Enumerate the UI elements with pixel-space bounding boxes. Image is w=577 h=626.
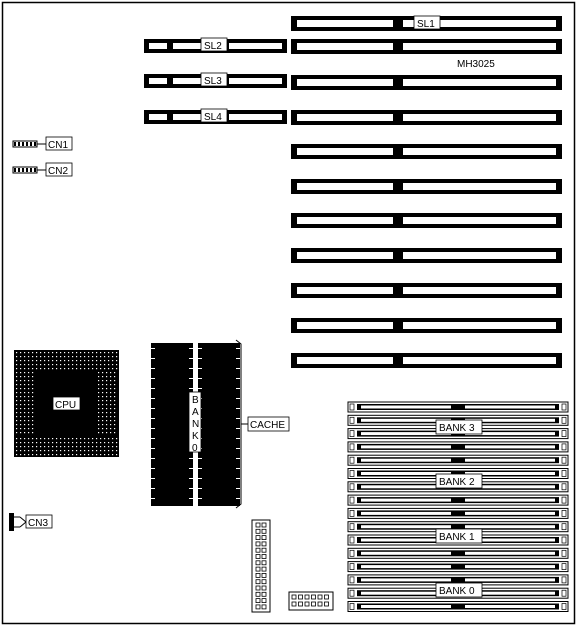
cn2-label: CN2 bbox=[48, 166, 68, 177]
pin bbox=[22, 168, 24, 172]
connector-cn2: CN2 bbox=[12, 162, 73, 177]
svg-text:SL2: SL2 bbox=[204, 41, 222, 52]
simm-socket bbox=[347, 441, 569, 453]
cache-label: CACHE bbox=[250, 420, 285, 431]
pin bbox=[18, 168, 20, 172]
bank-vertical-letter: 0 bbox=[192, 443, 198, 454]
bank-vertical-letter: A bbox=[192, 407, 199, 418]
svg-text:SL4: SL4 bbox=[204, 112, 222, 123]
svg-text:BANK 0: BANK 0 bbox=[439, 586, 475, 597]
pin bbox=[18, 142, 20, 146]
cn3-label: CN3 bbox=[28, 518, 48, 529]
svg-text:BANK 3: BANK 3 bbox=[439, 423, 475, 434]
cpu-label: CPU bbox=[55, 400, 76, 411]
isa-slot-4 bbox=[291, 110, 562, 125]
simm-socket bbox=[347, 494, 569, 506]
isa-slot-11 bbox=[291, 353, 562, 368]
bank1-label-box: BANK 1 bbox=[435, 528, 483, 544]
isa-slot-3 bbox=[291, 75, 562, 90]
svg-text:BANK 1: BANK 1 bbox=[439, 532, 475, 543]
isa-slot-2 bbox=[291, 39, 562, 54]
bank-vertical-letter: N bbox=[192, 419, 199, 430]
simm-socket bbox=[347, 561, 569, 573]
pin bbox=[14, 142, 16, 146]
connector-cn1: CN1 bbox=[12, 136, 73, 151]
pin bbox=[34, 142, 36, 146]
slot-label-sl4: SL4 bbox=[200, 108, 228, 123]
cn1-label: CN1 bbox=[48, 140, 68, 151]
isa-slot-10 bbox=[291, 318, 562, 333]
simm-socket bbox=[347, 401, 569, 413]
simm-socket bbox=[347, 507, 569, 519]
bank-vertical-letter: K bbox=[192, 431, 199, 442]
svg-text:SL3: SL3 bbox=[204, 76, 222, 87]
svg-text:SL1: SL1 bbox=[417, 19, 435, 30]
pin bbox=[22, 142, 24, 146]
pin bbox=[26, 142, 28, 146]
pin bbox=[30, 142, 32, 146]
bank-vertical-letter: B bbox=[192, 395, 199, 406]
bank0-label-box: BANK 0 bbox=[435, 582, 483, 598]
cpu-socket: CPU bbox=[14, 350, 119, 457]
simm-socket bbox=[347, 601, 569, 612]
pin bbox=[14, 168, 16, 172]
isa-slot-5 bbox=[291, 144, 562, 159]
header-connector bbox=[288, 591, 334, 611]
connector-cn3: CN3 bbox=[9, 513, 53, 531]
isa-slot-9 bbox=[291, 283, 562, 298]
slot-label-sl1: SL1 bbox=[413, 15, 441, 30]
slot-label-sl2: SL2 bbox=[200, 37, 228, 52]
isa-slot-7 bbox=[291, 213, 562, 228]
pin bbox=[30, 168, 32, 172]
bank2-label-box: BANK 2 bbox=[435, 473, 483, 489]
svg-text:BANK 2: BANK 2 bbox=[439, 477, 475, 488]
isa-slot-6 bbox=[291, 179, 562, 194]
power-connector bbox=[251, 519, 271, 613]
isa-slot-group bbox=[291, 16, 562, 368]
simm-socket bbox=[347, 454, 569, 466]
pin bbox=[26, 168, 28, 172]
board-id: MH3025 bbox=[457, 59, 495, 70]
simm-socket bbox=[347, 547, 569, 559]
isa-slot-8 bbox=[291, 248, 562, 263]
pin bbox=[34, 168, 36, 172]
slot-label-sl3: SL3 bbox=[200, 72, 228, 87]
bank3-label-box: BANK 3 bbox=[435, 419, 483, 435]
